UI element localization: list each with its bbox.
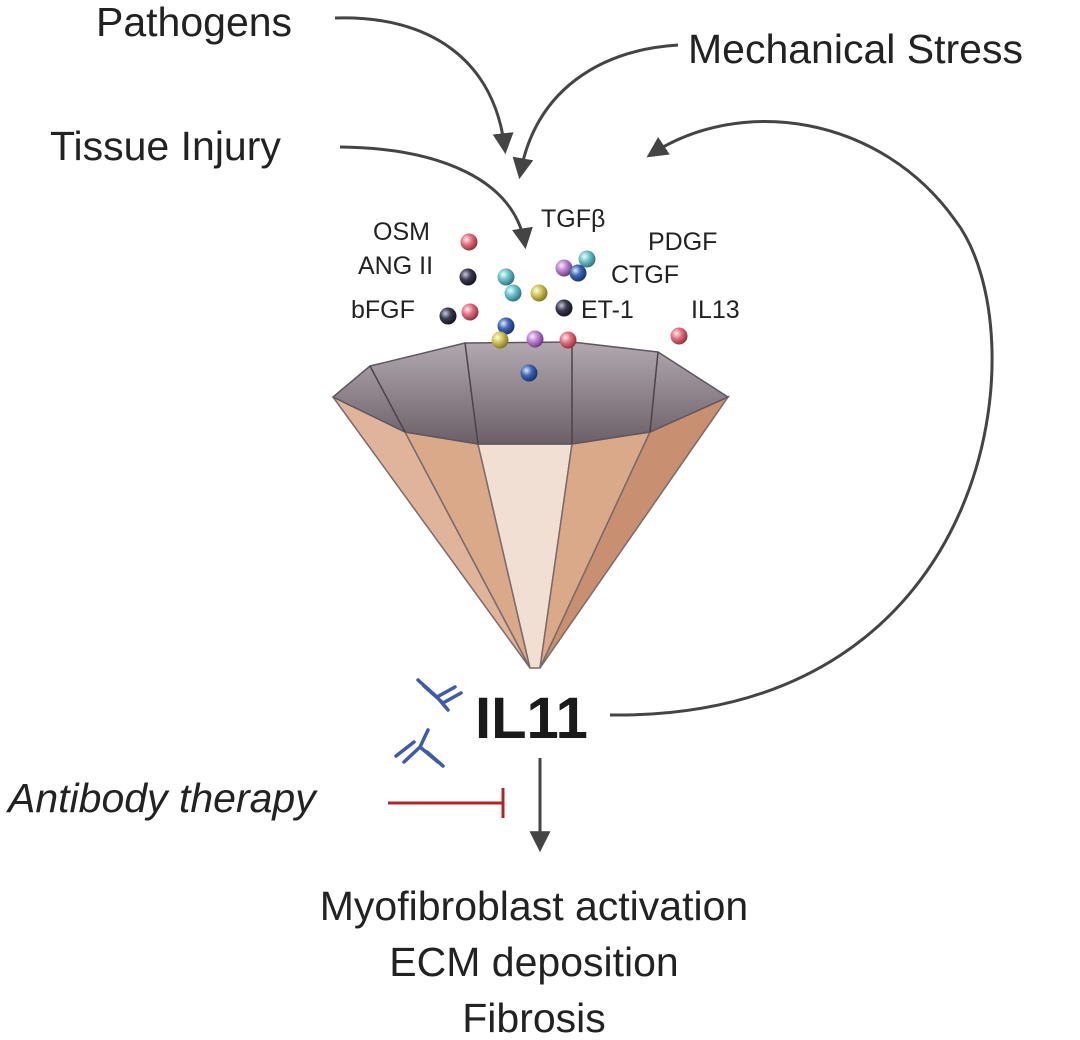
bead-blue-3: [520, 364, 538, 382]
bead-teal-1: [497, 268, 515, 286]
bead-teal-2: [504, 284, 522, 302]
inhibition-symbol: [388, 788, 505, 818]
ctgf-label: CTGF: [611, 261, 679, 289]
mechanical-stress-arrow: [512, 43, 679, 180]
funnel-rim-facets: [369, 342, 659, 445]
pdgf-label: PDGF: [648, 228, 717, 256]
bead-teal-3: [578, 250, 596, 268]
bead-yellow-2: [491, 331, 509, 349]
bead-blue-2: [497, 317, 515, 335]
funnel-rim: [331, 341, 730, 445]
bead-purple-2: [526, 330, 544, 348]
bead-yellow-1: [530, 284, 548, 302]
antibody-icon: [416, 678, 463, 712]
antibody-icon-2: [394, 728, 445, 768]
antibody-therapy-label: Antibody therapy: [5, 775, 318, 821]
bead-bfgf-pink: [461, 303, 479, 321]
bead-osm: [460, 233, 478, 251]
il11-label: IL11: [475, 686, 588, 751]
funnel: [331, 341, 731, 669]
outcome-fibrosis: Fibrosis: [462, 995, 606, 1040]
osm-label: OSM: [373, 218, 430, 246]
pathogens-label: Pathogens: [96, 0, 292, 45]
outcome-ecm-deposition: ECM deposition: [389, 939, 678, 985]
et1-label: ET-1: [581, 296, 634, 324]
bead-bfgf-dark: [439, 307, 457, 325]
tgfb-label: TGFβ: [541, 205, 605, 233]
tissue-injury-arrow: [339, 145, 533, 250]
tissue-injury-label: Tissue Injury: [50, 123, 281, 169]
bfgf-label: bFGF: [351, 296, 415, 324]
feedback-arrow: [609, 120, 994, 717]
pathogens-arrow: [334, 16, 514, 155]
bead-ang-ii: [459, 268, 477, 286]
ang-ii-label: ANG II: [358, 252, 433, 280]
outcome-myofibroblast-activation: Myofibroblast activation: [320, 883, 748, 929]
bead-il13: [670, 327, 688, 345]
mechanical-stress-label: Mechanical Stress: [688, 26, 1023, 72]
bead-et1: [555, 299, 573, 317]
bead-purple-1: [555, 259, 573, 277]
bead-blue-1: [569, 264, 587, 282]
bead-pink-rim: [559, 331, 577, 349]
il13-label: IL13: [691, 296, 740, 324]
factor-beads: [439, 233, 688, 382]
